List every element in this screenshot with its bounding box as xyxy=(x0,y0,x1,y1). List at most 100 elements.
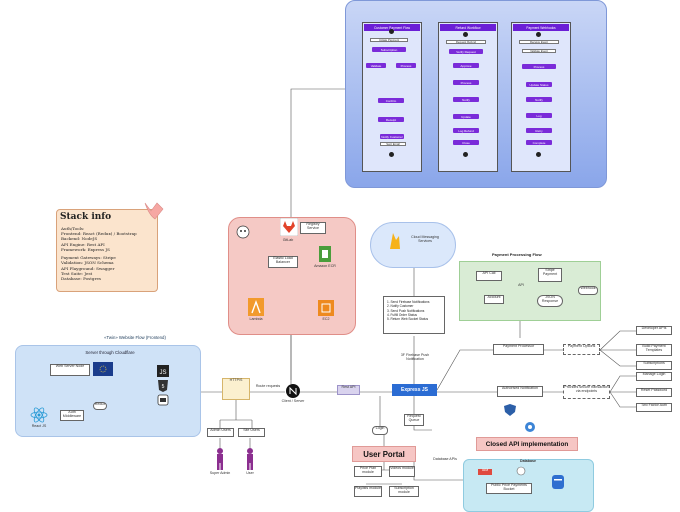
manage-login-item: Manage Login xyxy=(636,372,672,381)
user-actor-icon xyxy=(217,448,223,470)
price-payments-bucket: Public Price Payments Bucket xyxy=(486,483,532,494)
actor-right-label: User xyxy=(246,471,254,475)
http-node: HTTP/S xyxy=(222,378,250,400)
developer-apis-item: Developer APIs xyxy=(636,326,672,335)
note-line: 4. Fulfill Order Status xyxy=(387,312,417,317)
api-gateway-label: Client / Server xyxy=(281,399,305,403)
rest-api-node: Rest API xyxy=(337,385,360,395)
lane-3-step: Log xyxy=(526,113,552,118)
gitlab-icon xyxy=(280,218,298,236)
settings-badge-icon xyxy=(525,422,535,432)
login-node: Login xyxy=(372,426,388,435)
lane-1-step: Confirm xyxy=(378,98,404,103)
stack-line: Validation: JSON Schema xyxy=(61,260,114,266)
cloud-messaging-cloud xyxy=(370,222,456,268)
subscriptions-item: Subscriptions xyxy=(636,361,672,370)
admin-users-node: Admin Users xyxy=(207,428,234,437)
note-line: 1. Send Firebase Notifications xyxy=(387,300,430,304)
user-portal-title: User Portal xyxy=(352,446,416,462)
stack-line: Framework: Express JS xyxy=(61,246,110,252)
stack-line: Database: Postgres xyxy=(61,276,101,282)
lane-1-step: Notify Customer xyxy=(380,134,404,139)
payment-flow-title: Payment Processing Flow xyxy=(492,252,542,257)
stack-line: API Engine: Rest API xyxy=(61,241,105,247)
note-line: 5. Return Web Socket Status xyxy=(387,317,429,322)
stack-info-title: Stack info xyxy=(60,212,112,222)
lane-1-step: Validate xyxy=(366,63,386,68)
payment-templates-item: Build Payment Templates xyxy=(636,344,672,356)
frontend-subtitle: Server through Cloudflare xyxy=(85,350,135,355)
price-plan-module: Price Plan module xyxy=(354,466,382,477)
secure-endpoints-node: Provides secure transaction via endpoint… xyxy=(563,385,610,399)
auth-notification-node: Authorised Notification xyxy=(497,386,543,397)
lane-3-step: Complete xyxy=(526,140,552,145)
lane-1-step: Receipt xyxy=(378,117,404,122)
stack-line: Payment Gateways: Stripe xyxy=(61,255,116,261)
lane-2-step: Log Refund xyxy=(453,128,479,133)
lane-3-step: Retry xyxy=(526,128,552,133)
stack-line: Auth/Tools: xyxy=(61,226,85,231)
lane-1-step: Process xyxy=(396,63,416,68)
ecr-icon xyxy=(319,246,331,262)
lane-2-step: Process xyxy=(453,80,479,85)
payment-processor-node: Payment Processor xyxy=(493,344,544,355)
lane-1-step: Subscription xyxy=(372,47,406,52)
redux-node: Redux xyxy=(93,402,107,410)
end-node-icon xyxy=(536,152,541,157)
videos-module: Videos module xyxy=(389,466,415,477)
actor-left-label: Super Admin xyxy=(209,471,231,475)
cloud-label: Cloud Messaging Services xyxy=(411,235,439,243)
stripe-payment-node: Stripe Payment xyxy=(538,268,562,282)
nginx-icon xyxy=(286,384,300,398)
lane-1-step: Sent Email xyxy=(380,142,406,146)
reset-password-item: Reset Password xyxy=(636,388,672,397)
closed-api-subtitle: Database xyxy=(520,459,536,463)
lane-2-step: Approve xyxy=(453,63,479,68)
start-node-icon xyxy=(389,29,394,34)
stack-line: Backend: NodeJS xyxy=(61,236,98,242)
react-label: React JS xyxy=(31,424,47,428)
ec2-label: EC2 xyxy=(322,317,330,321)
lane-2-step: Request Refund xyxy=(446,40,486,44)
registry-node: Registry Service xyxy=(300,222,326,234)
lane-3-step: Receive Event xyxy=(519,40,559,44)
lane-3-step: Process xyxy=(522,64,556,69)
lane-3-header: Payment Webhooks xyxy=(513,24,569,31)
iam-badge: IAM xyxy=(478,468,492,475)
playlists-module: Playlists module xyxy=(354,486,382,497)
lane-1-step: Initiate Payment xyxy=(370,38,408,42)
firebase-icon xyxy=(390,233,400,249)
ec2-icon xyxy=(318,300,334,316)
svg-text:5: 5 xyxy=(162,384,165,390)
lambda-label: Lambda xyxy=(249,317,263,321)
lane-2-step: Notify xyxy=(453,97,479,102)
database-apis-label: Database APIs xyxy=(433,457,457,461)
api-call-node: API Call xyxy=(476,271,502,281)
gitlab-label: GitLab xyxy=(282,238,294,242)
payment-options-node: Payment Options xyxy=(563,344,600,355)
database-icon xyxy=(157,394,169,406)
end-node-icon xyxy=(463,152,468,157)
js-icon: JS xyxy=(157,365,169,377)
route-label: Route requests xyxy=(255,384,281,388)
svg-text:JS: JS xyxy=(159,370,166,376)
lambda-icon xyxy=(248,298,264,316)
shield-icon xyxy=(504,404,516,416)
user-actor-icon xyxy=(247,448,253,470)
ecr-label: Amazon ECR xyxy=(314,264,336,268)
web-server-node: Web Server Node xyxy=(50,364,90,376)
stack-info-lines: Auth/Tools: Frontend: React (Redux) / Bo… xyxy=(61,226,156,281)
start-node-icon xyxy=(463,32,468,37)
json-response-node: JSON Response xyxy=(537,295,563,307)
subscription-module: Subscription module xyxy=(389,486,419,497)
stack-line: Frontend: React (Redux) / Bootstrap xyxy=(61,231,137,237)
lane-3-step: Notify xyxy=(526,97,552,102)
frontend-panel xyxy=(15,345,201,437)
auth-middleware-node: Auth Middleware xyxy=(60,410,84,421)
express-node: Express JS xyxy=(392,384,437,396)
two-factor-item: Two Factor Auth xyxy=(636,403,672,412)
api-node: API xyxy=(518,283,524,287)
lane-2-step: Update xyxy=(453,114,479,119)
load-balancer-node: Elastic Load Balancer xyxy=(268,256,298,268)
lane-2-step: Close xyxy=(453,140,479,145)
